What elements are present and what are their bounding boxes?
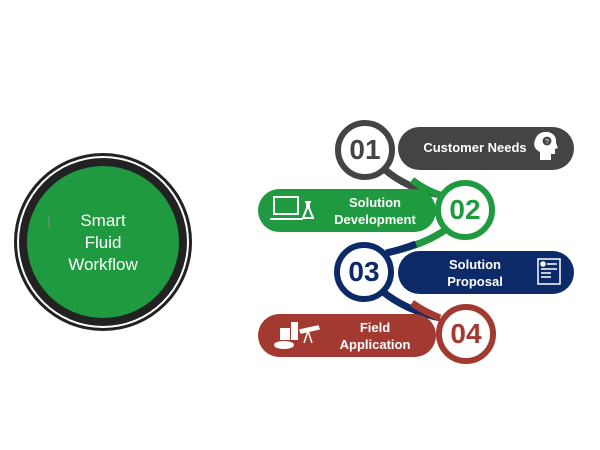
step-circle-04 [436, 304, 496, 364]
step-label-line: Solution [449, 257, 501, 272]
step-circle-02 [435, 180, 495, 240]
step-label-line: Development [334, 212, 416, 227]
step-label-line: Solution [349, 195, 401, 210]
step-label-solution-development: Solution Development [320, 194, 430, 228]
hub-line-3: Workflow [68, 255, 138, 274]
step-number-01: 01 [349, 134, 381, 165]
svg-text:?: ? [545, 139, 549, 146]
step-label-line: Proposal [447, 274, 503, 289]
step-label-line: Application [339, 337, 411, 352]
pill-customer-needs [398, 127, 574, 170]
pill-solution-development [258, 189, 436, 232]
oil-field-icon [274, 322, 320, 349]
step-circle-03 [334, 242, 394, 302]
hub-line-1: Smart [80, 211, 126, 230]
pill-solution-proposal [398, 251, 574, 294]
step-number-02: 02 [449, 194, 481, 225]
laptop-flask-icon [270, 196, 315, 220]
step-label-line: Field [359, 320, 391, 335]
step-circle-01 [335, 120, 395, 180]
step-label-line: Customer Needs [423, 140, 527, 155]
step-number-04: 04 [450, 318, 482, 349]
step-label-customer-needs: Customer Needs [420, 139, 530, 156]
report-document-icon [537, 258, 561, 285]
step-label-field-application: Field Application [320, 319, 430, 353]
head-question-icon: ? [534, 131, 558, 160]
hub-line-2: Fluid [84, 233, 122, 252]
hub-circle [14, 153, 192, 331]
hub-label: Smart Fluid Workflow [43, 210, 163, 276]
step-label-solution-proposal: Solution Proposal [420, 256, 530, 290]
pill-field-application [258, 314, 436, 357]
step-number-03: 03 [348, 256, 380, 287]
